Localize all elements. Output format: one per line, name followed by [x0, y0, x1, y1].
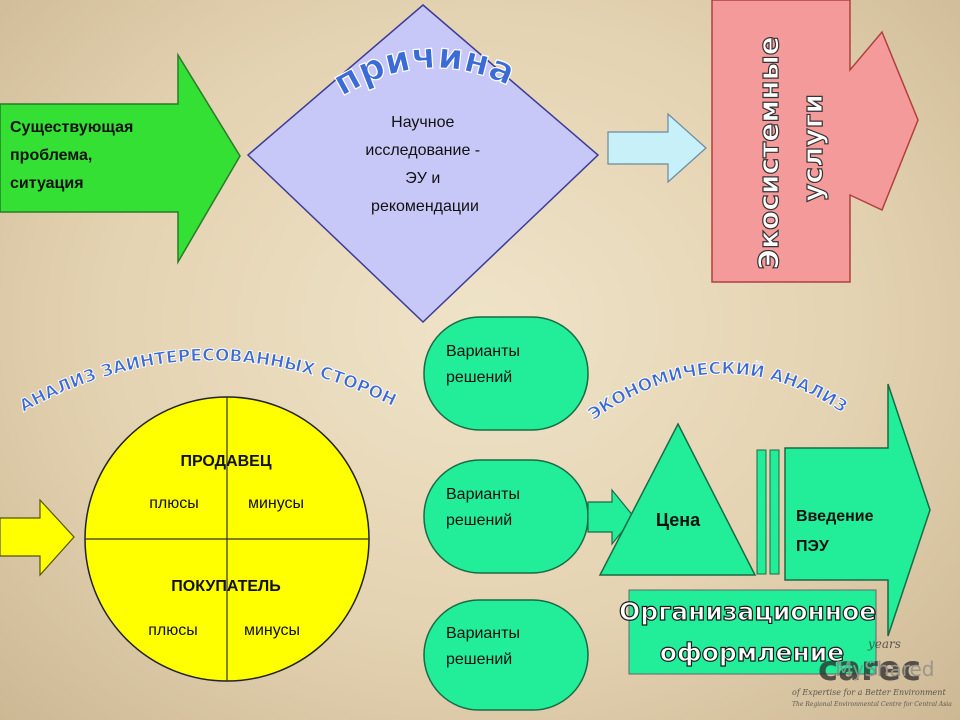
ecosystem-services-text: Экосистемные услуги — [752, 26, 829, 269]
watermark-tagline-1: of Expertise for a Better Environment — [792, 688, 946, 697]
watermark-years: years — [867, 637, 901, 651]
seller-label: ПРОДАВЕЦ — [180, 453, 271, 470]
ecosystem-services-arrow: Экосистемные услуги — [711, 0, 919, 283]
pes-arrow: Введение ПЭУ — [784, 383, 931, 637]
solution-option-2: Варианты решений — [423, 459, 589, 574]
watermark-tagline-2: The Regional Environmental Centre for Ce… — [792, 701, 952, 708]
price-label: Цена — [656, 510, 701, 530]
pes-bar-2 — [769, 449, 780, 575]
cause-diamond: причина Научное исследование - ЭУ и реко… — [246, 4, 600, 324]
solution-option-2-text: Варианты решений — [446, 486, 524, 529]
pes-bar-1 — [756, 449, 767, 575]
solution-option-3: Варианты решений — [423, 599, 589, 711]
problem-text: Существующая проблема, ситуация — [10, 119, 138, 192]
buyer-pros: плюсы — [148, 622, 198, 639]
carec-watermark: years carec MyShared of Expertise for a … — [792, 637, 952, 708]
seller-cons: минусы — [248, 495, 304, 512]
buyer-label: ПОКУПАТЕЛЬ — [171, 578, 281, 595]
cause-text: Научное исследование - ЭУ и рекомендации — [365, 114, 484, 215]
organization-box: Организационное оформление — [618, 589, 885, 675]
buyer-cons: минусы — [244, 622, 300, 639]
price-triangle: Цена — [598, 422, 757, 576]
watermark-logo: carec — [818, 649, 921, 689]
seller-buyer-circle: ПРОДАВЕЦ плюсы минусы ПОКУПАТЕЛЬ плюсы м… — [84, 396, 370, 682]
problem-arrow: Существующая проблема, ситуация — [0, 52, 241, 265]
organization-text: Организационное оформление — [619, 597, 885, 667]
watermark-site: MyShared — [835, 657, 935, 681]
yellow-arrow — [0, 498, 75, 577]
economic-analysis-title: ЭКОНОМИЧЕСКИЙ АНАЛИЗ — [585, 359, 851, 425]
solution-option-3-text: Варианты решений — [446, 625, 524, 668]
light-blue-arrow — [607, 112, 707, 184]
solution-option-1-text: Варианты решений — [446, 343, 524, 386]
solution-option-1: Варианты решений — [423, 316, 589, 431]
pes-text: Введение ПЭУ — [796, 508, 878, 555]
seller-pros: плюсы — [149, 495, 199, 512]
